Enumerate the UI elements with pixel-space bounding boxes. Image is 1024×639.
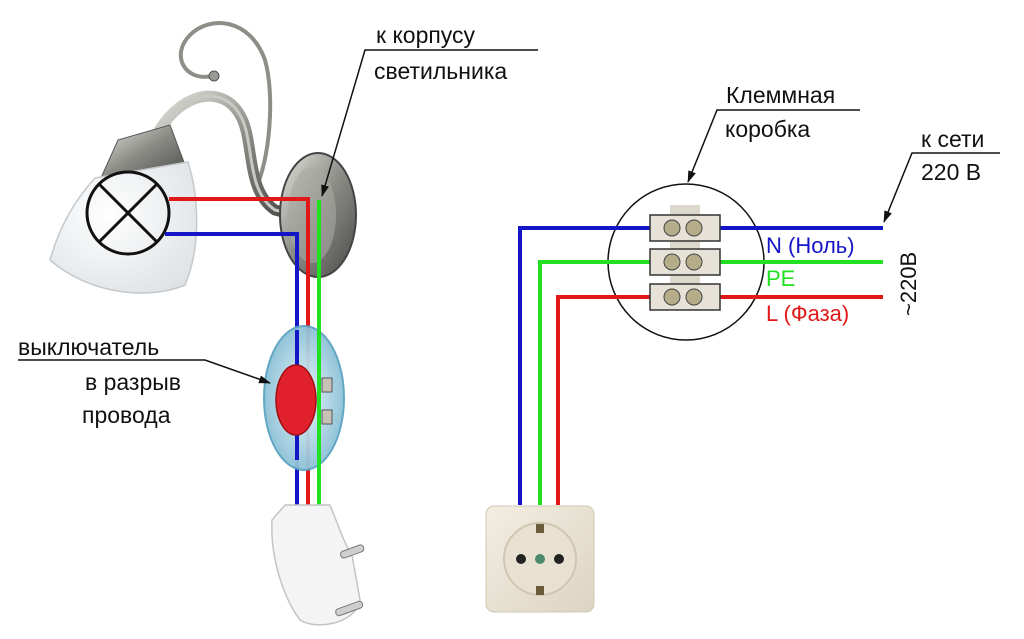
label-neutral: N (Ноль)	[766, 233, 855, 258]
plug	[271, 504, 365, 626]
decorative-scroll	[178, 21, 273, 191]
wall-sconce	[49, 21, 357, 294]
switch-button	[275, 364, 317, 436]
phase-wire-mains	[556, 295, 883, 505]
lamp-symbol	[85, 170, 171, 256]
socket-wiring	[518, 226, 883, 505]
label-mains-line1: к сети	[921, 126, 985, 152]
label-mains-line2: 220 В	[921, 159, 982, 185]
label-lamp-body-line2: светильника	[374, 58, 508, 84]
label-voltage: ~220В	[896, 251, 921, 316]
label-lamp-body-line1: к корпусу	[376, 22, 476, 48]
leader-junction-box	[687, 109, 860, 183]
wall-socket	[485, 505, 595, 613]
label-junction-box-line1: Клеммная	[726, 82, 836, 108]
inline-switch	[263, 325, 345, 471]
label-switch-line2: в разрыв	[85, 369, 182, 395]
neutral-wire-mains	[518, 226, 883, 505]
glass-shade	[49, 161, 198, 294]
terminal-pe	[649, 248, 721, 276]
terminal-block	[649, 205, 721, 311]
leader-lamp-body	[321, 49, 538, 197]
label-phase: L (Фаза)	[766, 301, 850, 326]
leader-lines	[18, 49, 1000, 384]
label-switch-line3: провода	[82, 402, 171, 428]
leader-switch	[18, 359, 271, 384]
terminal-n	[649, 214, 721, 242]
label-junction-box-line2: коробка	[725, 116, 811, 142]
leader-mains	[883, 152, 1000, 223]
label-earth: PE	[766, 266, 796, 291]
earth-wire-mains	[538, 260, 883, 505]
label-switch-line1: выключатель	[18, 334, 160, 360]
terminal-l	[649, 283, 721, 311]
